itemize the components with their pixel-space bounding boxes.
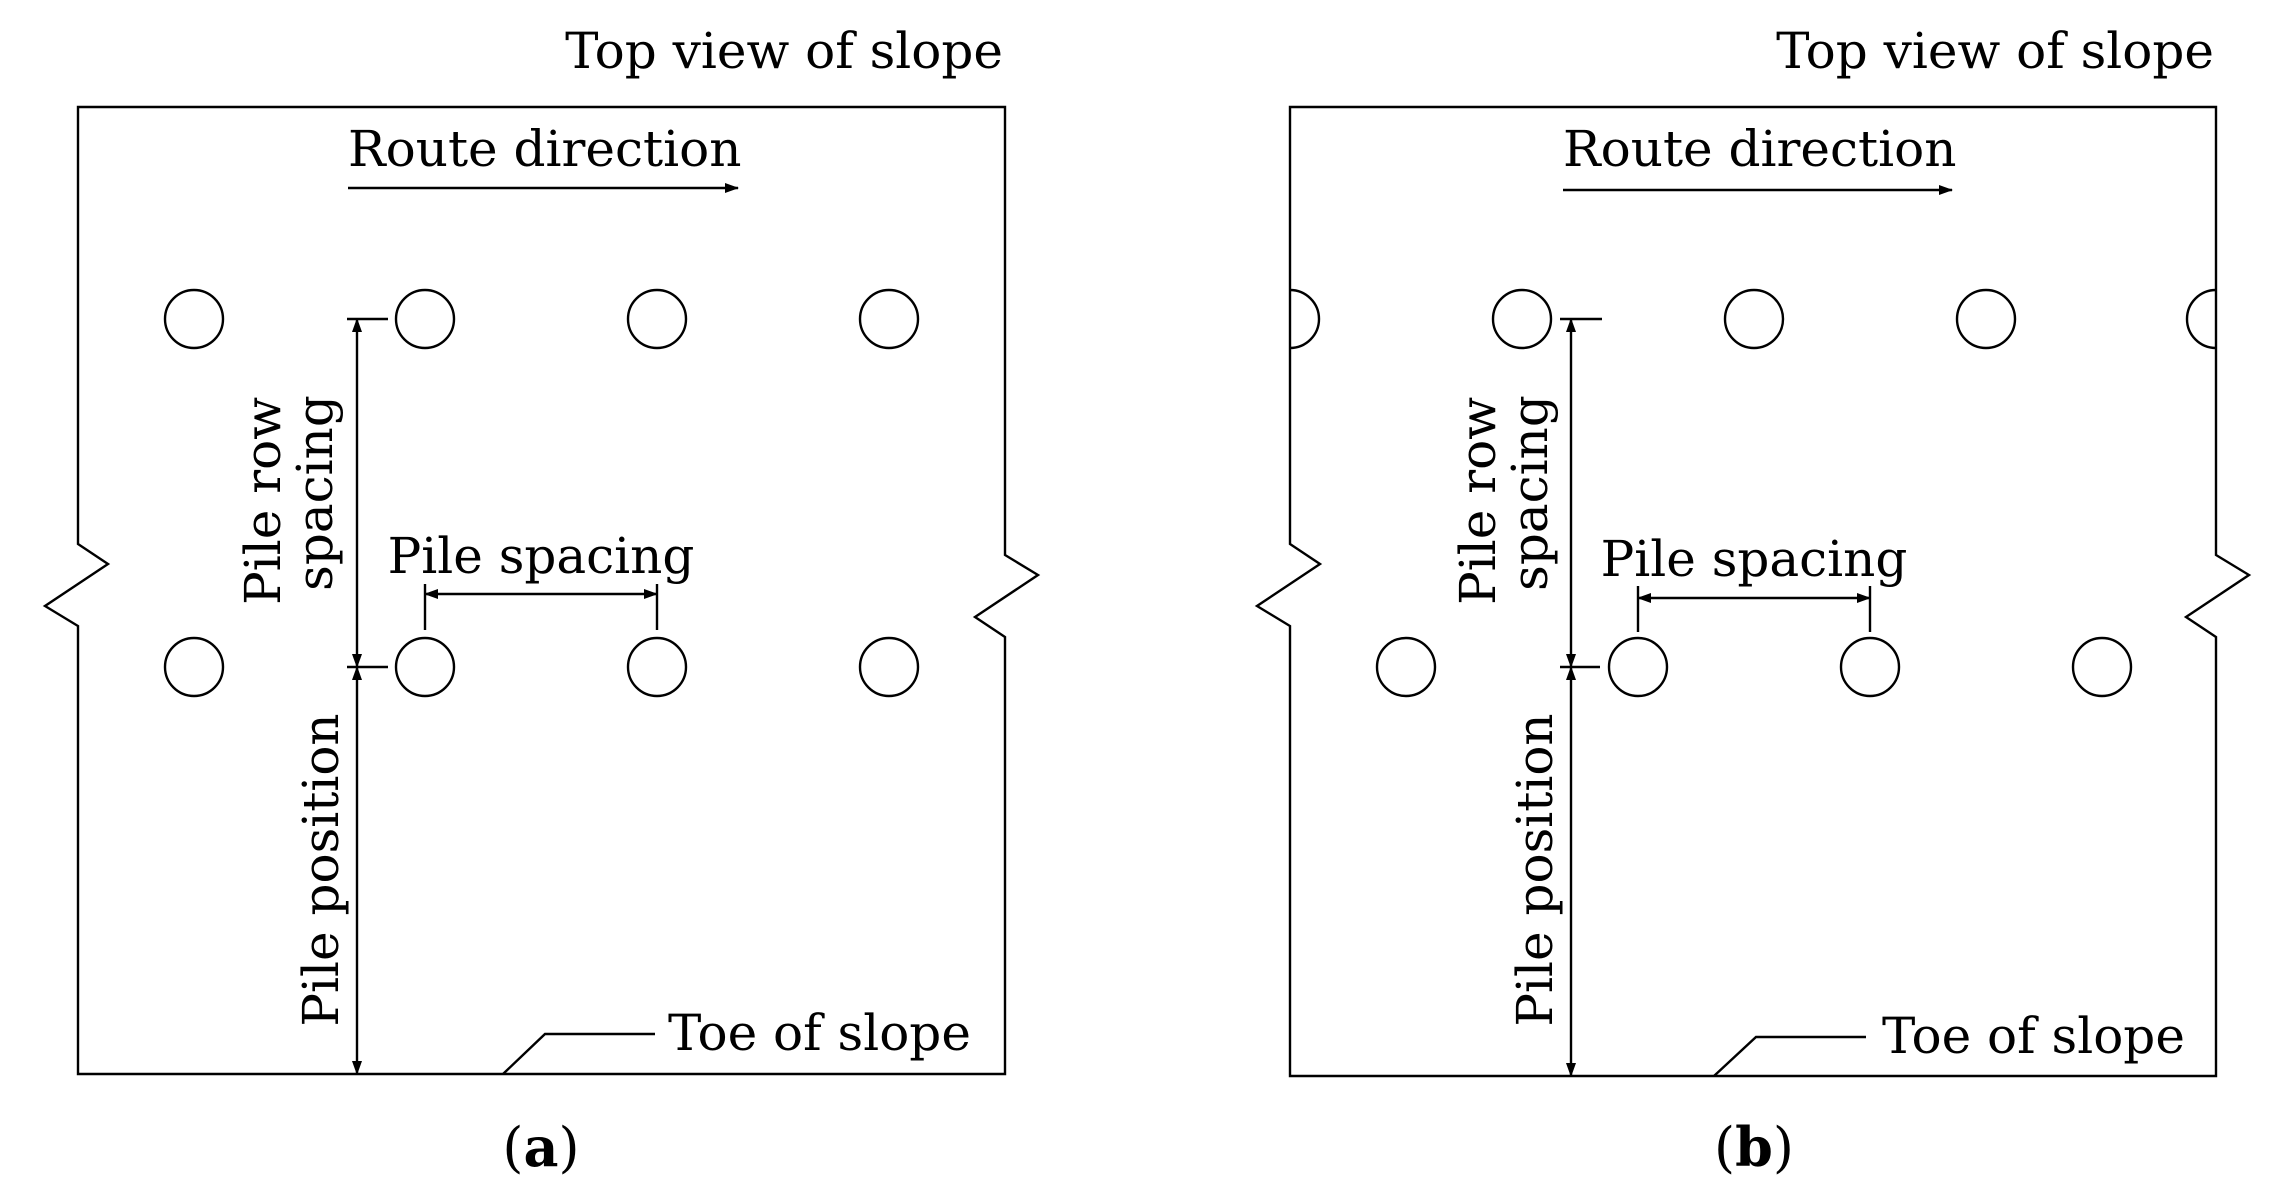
slope-outline	[1254, 105, 2252, 1078]
pile	[163, 636, 225, 698]
pile	[394, 288, 456, 350]
pile-spacing-label: Pile spacing	[388, 527, 695, 585]
pile	[1955, 288, 2017, 350]
panel-caption: (b)	[1714, 1115, 1794, 1179]
toe-of-slope-label: Toe of slope	[1882, 1007, 2185, 1065]
panel-b: Top view of slope Route direction Pile r…	[1254, 22, 2252, 1179]
panel-caption: (a)	[502, 1115, 579, 1179]
slope-outline	[42, 105, 1041, 1076]
pile	[394, 636, 456, 698]
pile	[1491, 288, 1553, 350]
toe-of-slope-leader	[1713, 1035, 1866, 1077]
pile	[858, 636, 920, 698]
route-direction-label: Route direction	[348, 120, 741, 178]
pile	[1607, 636, 1669, 698]
route-direction-label: Route direction	[1563, 120, 1956, 178]
pile-position-label: Pile position	[1506, 713, 1564, 1026]
pile-spacing-label: Pile spacing	[1601, 530, 1908, 588]
panel-a: Top view of slope Route direction Pile r…	[42, 22, 1041, 1179]
half-pile	[1289, 288, 1321, 350]
top-view-label: Top view of slope	[565, 22, 1003, 80]
top-view-label: Top view of slope	[1776, 22, 2214, 80]
pile	[1375, 636, 1437, 698]
toe-of-slope-label: Toe of slope	[668, 1004, 971, 1062]
pile	[163, 288, 225, 350]
half-pile	[2185, 288, 2217, 350]
pile	[1723, 288, 1785, 350]
pile	[626, 288, 688, 350]
toe-of-slope-leader	[502, 1032, 655, 1075]
pile-row-spacing-label: Pile row spacing	[234, 381, 344, 605]
pile	[626, 636, 688, 698]
pile	[2071, 636, 2133, 698]
pile-row-spacing-label: Pile row spacing	[1449, 381, 1559, 605]
pile	[1839, 636, 1901, 698]
pile	[858, 288, 920, 350]
pile-position-label: Pile position	[292, 713, 350, 1026]
